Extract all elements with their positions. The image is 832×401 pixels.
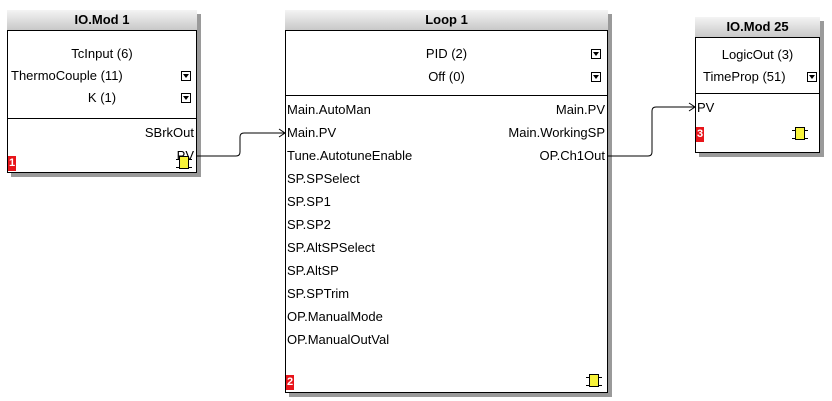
input-pin-sp-altsp[interactable]: SP.AltSP <box>287 263 339 278</box>
input-pin-sp-sp2[interactable]: SP.SP2 <box>287 217 331 232</box>
block-iomod1[interactable]: IO.Mod 1 TcInput (6) ThermoCouple (11) K… <box>7 10 201 177</box>
block-frame <box>7 10 197 173</box>
input-pin-sp-altspselect[interactable]: SP.AltSPSelect <box>287 240 375 255</box>
block-loop1[interactable]: Loop 1 PID (2) Off (0) Main.AutoMan Main… <box>285 10 612 397</box>
divider <box>695 93 820 94</box>
wire-loop1-ch1out-to-iomod25-pv <box>608 106 695 157</box>
param-sensor-type: ThermoCouple (11) <box>11 68 123 83</box>
chip-icon[interactable] <box>176 156 192 169</box>
input-pin-op-manualoutval[interactable]: OP.ManualOutVal <box>287 332 390 347</box>
dropdown-icon[interactable] <box>591 72 601 82</box>
param-output-function: TimeProp (51) <box>703 69 786 84</box>
dropdown-icon[interactable] <box>181 71 191 81</box>
param-autotune-state: Off (0) <box>428 69 465 84</box>
param-loop-type: PID (2) <box>425 46 468 61</box>
input-pin-sp-sp1[interactable]: SP.SP1 <box>287 194 331 209</box>
chip-icon[interactable] <box>586 374 602 387</box>
block-title[interactable]: IO.Mod 25 <box>695 17 820 38</box>
input-pin-main-automan[interactable]: Main.AutoMan <box>287 102 371 117</box>
block-number-badge: 3 <box>696 127 704 142</box>
block-number-badge: 2 <box>286 375 294 390</box>
divider <box>7 118 197 119</box>
dropdown-icon[interactable] <box>807 72 817 82</box>
chip-icon[interactable] <box>792 127 808 140</box>
output-pin-sbrkout[interactable]: SBrkOut <box>144 125 194 140</box>
input-pin-main-pv[interactable]: Main.PV <box>287 125 337 140</box>
block-iomod25[interactable]: IO.Mod 25 LogicOut (3) TimeProp (51) PV … <box>695 17 824 157</box>
block-frame <box>695 17 820 153</box>
param-input-type: TcInput (6) <box>71 46 133 61</box>
dropdown-icon[interactable] <box>591 49 601 59</box>
divider <box>285 95 608 96</box>
input-pin-tune-autotuneenable[interactable]: Tune.AutotuneEnable <box>287 148 413 163</box>
dropdown-icon[interactable] <box>181 93 191 103</box>
block-frame <box>285 10 608 393</box>
output-pin-main-workingsp[interactable]: Main.WorkingSP <box>508 125 605 140</box>
param-thermocouple-type: K (1) <box>87 90 117 105</box>
output-pin-main-pv[interactable]: Main.PV <box>555 102 605 117</box>
wire-iomod1-pv-to-loop1-mainpv <box>197 132 285 157</box>
input-pin-sp-spselect[interactable]: SP.SPSelect <box>287 171 360 186</box>
param-output-type: LogicOut (3) <box>721 47 794 62</box>
input-pin-pv[interactable]: PV <box>697 100 715 115</box>
input-pin-sp-sptrim[interactable]: SP.SPTrim <box>287 286 350 301</box>
input-pin-op-manualmode[interactable]: OP.ManualMode <box>287 309 383 324</box>
block-title[interactable]: Loop 1 <box>285 10 608 31</box>
output-pin-op-ch1out[interactable]: OP.Ch1Out <box>539 148 605 163</box>
block-number-badge: 1 <box>8 156 16 171</box>
block-title[interactable]: IO.Mod 1 <box>7 10 197 31</box>
